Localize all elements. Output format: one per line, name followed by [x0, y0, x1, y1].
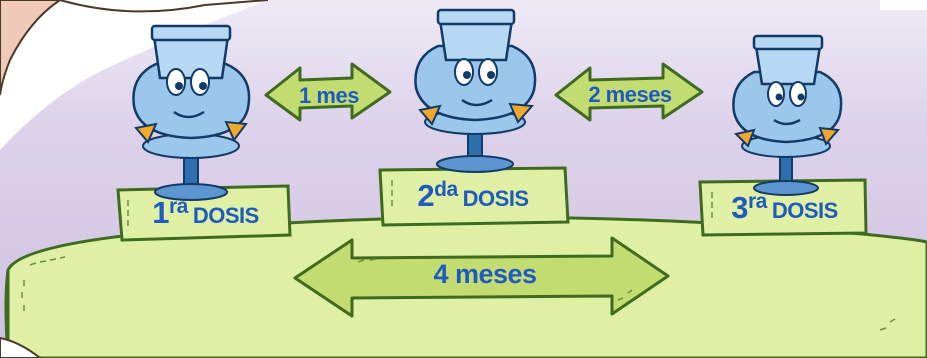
interval-label-2-months: 2 meses [560, 82, 700, 108]
dose-suffix: da [434, 178, 458, 201]
dose-number: 3 [731, 190, 748, 225]
interval-label-4-months: 4 meses [300, 259, 670, 290]
dose-word: DOSIS [463, 186, 529, 211]
dose-suffix: ra [748, 190, 767, 213]
interval-label-1-month: 1 mes [270, 83, 388, 109]
dose-word: DOSIS [772, 198, 838, 223]
dose-suffix: ra [169, 195, 188, 218]
dose-number: 2 [417, 178, 434, 213]
dose-number: 1 [152, 195, 169, 230]
dose-word: DOSIS [193, 203, 259, 228]
